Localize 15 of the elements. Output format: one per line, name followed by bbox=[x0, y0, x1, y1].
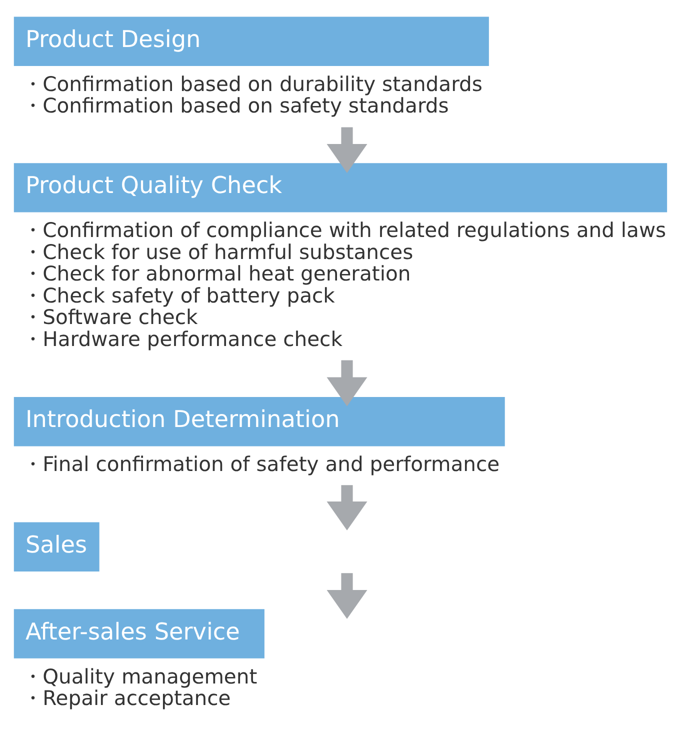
arrow bbox=[326, 573, 368, 619]
node-box: Product Design bbox=[14, 16, 489, 66]
node-box: After-sales Service bbox=[14, 609, 264, 658]
node-label: ・Final confirmation of safety and performance bbox=[22, 452, 500, 476]
node-label: ・Hardware performance check bbox=[22, 326, 342, 351]
node-label: ・Confirmation based on durability standards bbox=[22, 72, 482, 96]
node-label: ・Quality management bbox=[22, 664, 258, 688]
node-label: ・Confirmation of compliance with related regulations and laws bbox=[22, 218, 666, 242]
node-box: Sales bbox=[14, 522, 100, 572]
node-box: Introduction Determination bbox=[14, 396, 505, 446]
arrow bbox=[326, 360, 368, 406]
node-box: Product Quality Check bbox=[14, 163, 668, 212]
node-label: ・Check for abnormal heat generation bbox=[22, 262, 411, 286]
arrow bbox=[326, 485, 368, 530]
arrow bbox=[326, 127, 368, 173]
